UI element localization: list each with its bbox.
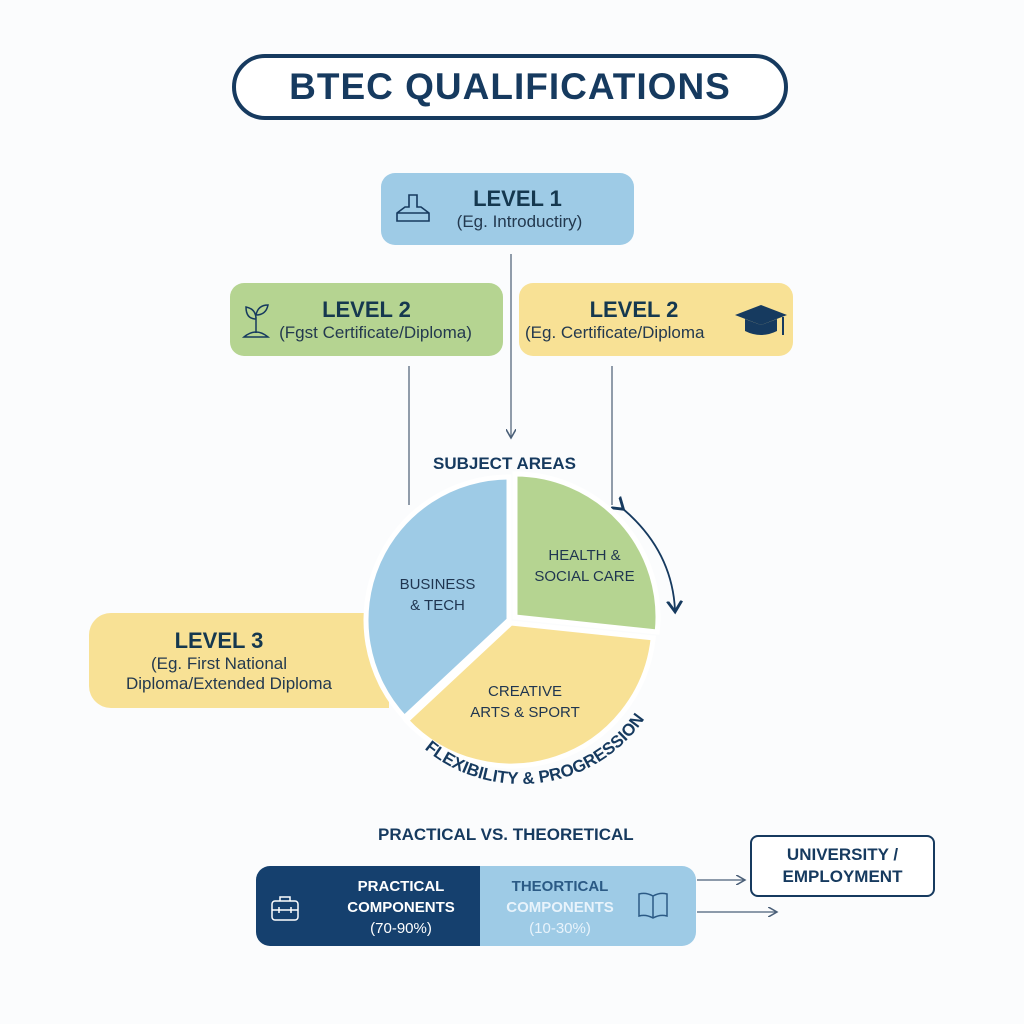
slice-label-creative: CREATIVE ARTS & SPORT [460,681,590,723]
level-1-card: LEVEL 1 (Eg. Introductiry) [381,173,634,245]
slice-creative-arts-sport [402,620,656,769]
level-2-left-card: LEVEL 2 (Fgst Certificate/Diploma) [230,283,503,356]
practical-segment: PRACTICAL COMPONENTS (70-90%) [256,866,480,946]
university-employment-box: UNIVERSITY / EMPLOYMENT [750,835,935,897]
level-3-heading: LEVEL 3 [174,627,264,653]
level-1-heading: LEVEL 1 [473,186,562,211]
page-title: BTEC QUALIFICATIONS [232,54,788,120]
practical-theoretical-bar: PRACTICAL COMPONENTS (70-90%) THEORTICAL… [256,866,696,946]
level-2-left-desc: (Fgst Certificate/Diploma) [279,322,472,342]
theoretical-segment: THEORTICAL COMPONENTS (10-30%) [480,866,696,946]
book-icon [638,892,668,919]
sprout-icon [241,304,271,338]
anvil-icon [396,194,430,222]
graduation-cap-icon [735,305,787,335]
level-1-desc: (Eg. Introductiry) [456,212,583,231]
slice-label-line: ARTS & SPORT [470,704,580,721]
slice-health-social-care [512,471,661,635]
practical-percent: (70-90%) [370,920,432,937]
level-2-right-card: LEVEL 2 (Eg. Certificate/Diploma [519,283,793,356]
slice-label-line: BUSINESS [399,576,476,593]
level-3-desc-line1: (Eg. First National [150,653,288,673]
level-2-left-heading: LEVEL 2 [322,296,411,322]
toolbox-icon [271,896,299,921]
slice-label-line: HEALTH & [548,547,621,564]
cycle-arrow [622,508,675,610]
destination-line: EMPLOYMENT [782,867,903,886]
level-3-card: LEVEL 3 (Eg. First National Diploma/Exte… [89,613,389,708]
slice-label-health: HEALTH & SOCIAL CARE [522,545,647,587]
slice-business-tech [363,474,512,722]
subject-areas-title: SUBJECT AREAS [433,454,576,473]
slice-label-business: BUSINESS & TECH [390,574,485,616]
theoretical-line: THEORTICAL [511,878,609,895]
comparison-title: PRACTICAL VS. THEORETICAL [378,825,634,844]
practical-line: COMPONENTS [347,899,455,916]
slice-label-line: & TECH [410,597,465,614]
theoretical-percent: (10-30%) [529,920,591,937]
subject-pie [363,471,661,769]
level-3-desc-line2: Diploma/Extended Diploma [126,673,332,693]
theoretical-line: COMPONENTS [506,899,614,916]
slice-label-line: CREATIVE [488,683,562,700]
practical-label: PRACTICAL COMPONENTS (70-90%) [326,876,476,939]
slice-label-line: SOCIAL CARE [534,568,635,585]
destination-line: UNIVERSITY / [786,845,899,864]
level-2-right-desc: (Eg. Certificate/Diploma [525,322,705,342]
level-2-right-heading: LEVEL 2 [589,296,679,322]
practical-line: PRACTICAL [357,878,445,895]
theoretical-label: THEORTICAL COMPONENTS (10-30%) [480,876,640,939]
